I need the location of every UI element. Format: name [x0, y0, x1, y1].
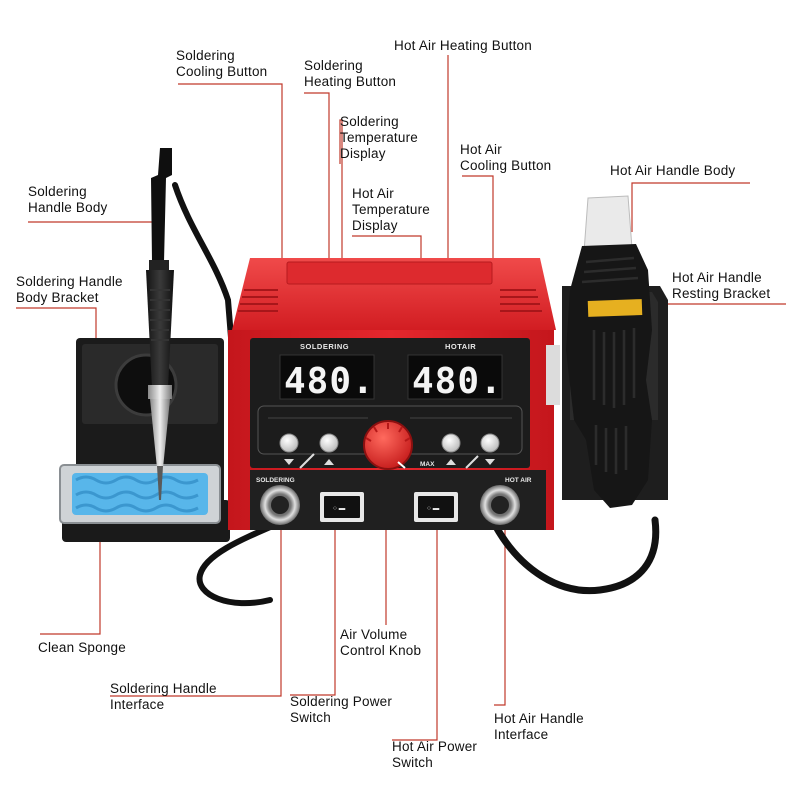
soldering-heating-button[interactable] [299, 433, 339, 469]
soldering-power-switch[interactable]: ○ ▬ [320, 492, 364, 522]
soldering-port-label: SOLDERING [256, 477, 295, 484]
hot-air-cable [491, 516, 660, 595]
label-hot-air-handle-resting-bracket: Hot Air Handle Resting Bracket [672, 270, 771, 301]
label-soldering-cooling-button: Soldering Cooling Button [176, 48, 268, 79]
leader-hot-air-handle-body [631, 182, 750, 232]
label-air-volume-control-knob: Air Volume Control Knob [340, 627, 422, 658]
soldering-cable [172, 182, 278, 607]
clean-sponge [59, 464, 221, 524]
label-hot-air-handle-body: Hot Air Handle Body [610, 163, 736, 178]
hot-air-power-switch[interactable]: ○ ▬ [414, 492, 458, 522]
label-soldering-handle-body-bracket: Soldering Handle Body Bracket [16, 274, 123, 305]
chevron-up-icon [324, 459, 334, 465]
label-hot-air-power-switch: Hot Air Power Switch [392, 739, 478, 770]
soldering-header: SOLDERING [300, 342, 349, 351]
soldering-iron-icon [299, 453, 315, 469]
label-hot-air-cooling-button: Hot Air Cooling Button [460, 142, 552, 173]
hot-air-handle-body [566, 195, 652, 508]
label-soldering-handle-body: Soldering Handle Body [28, 184, 108, 215]
hotair-header: HOTAIR [445, 342, 476, 351]
knob-max-label: MAX [420, 461, 435, 468]
hot-air-handle-interface[interactable] [480, 485, 520, 525]
hot-air-switch-symbols: ○ ▬ [427, 505, 440, 512]
chevron-down-icon [485, 459, 495, 465]
label-hot-air-heating-button: Hot Air Heating Button [394, 38, 532, 53]
hot-air-heating-button[interactable] [441, 433, 479, 469]
chevron-up-icon [446, 459, 456, 465]
leader-soldering-power-switch [290, 525, 336, 696]
label-soldering-temperature-display: Soldering Temperature Display [340, 114, 418, 161]
leader-soldering-handle-interface [110, 512, 282, 697]
hot-air-display-value: 480. [412, 361, 503, 402]
soldering-handle-interface[interactable] [260, 485, 300, 525]
leader-soldering-temperature-display [339, 119, 343, 350]
leader-hot-air-power-switch [392, 525, 438, 741]
label-soldering-handle-interface: Soldering Handle Interface [110, 681, 217, 712]
hot-air-gun-icon [465, 455, 479, 469]
hot-air-port-label: HOT AIR [505, 477, 532, 484]
label-hot-air-temperature-display: Hot Air Temperature Display [352, 186, 430, 233]
soldering-handle-body [146, 148, 174, 500]
label-clean-sponge: Clean Sponge [38, 640, 126, 655]
hot-air-temperature-display: 480. [407, 354, 503, 402]
chevron-down-icon [284, 459, 294, 465]
soldering-switch-symbols: ○ ▬ [333, 505, 346, 512]
soldering-cooling-button[interactable] [279, 433, 299, 465]
label-soldering-power-switch: Soldering Power Switch [290, 694, 393, 725]
air-volume-control-knob[interactable] [363, 420, 413, 470]
label-soldering-heating-button: Soldering Heating Button [304, 58, 397, 89]
label-hot-air-handle-interface: Hot Air Handle Interface [494, 711, 584, 742]
soldering-temperature-display: 480. [279, 354, 375, 402]
hot-air-cooling-button[interactable] [480, 433, 500, 465]
leader-hot-air-handle-interface [494, 512, 506, 706]
soldering-display-value: 480. [284, 361, 375, 402]
